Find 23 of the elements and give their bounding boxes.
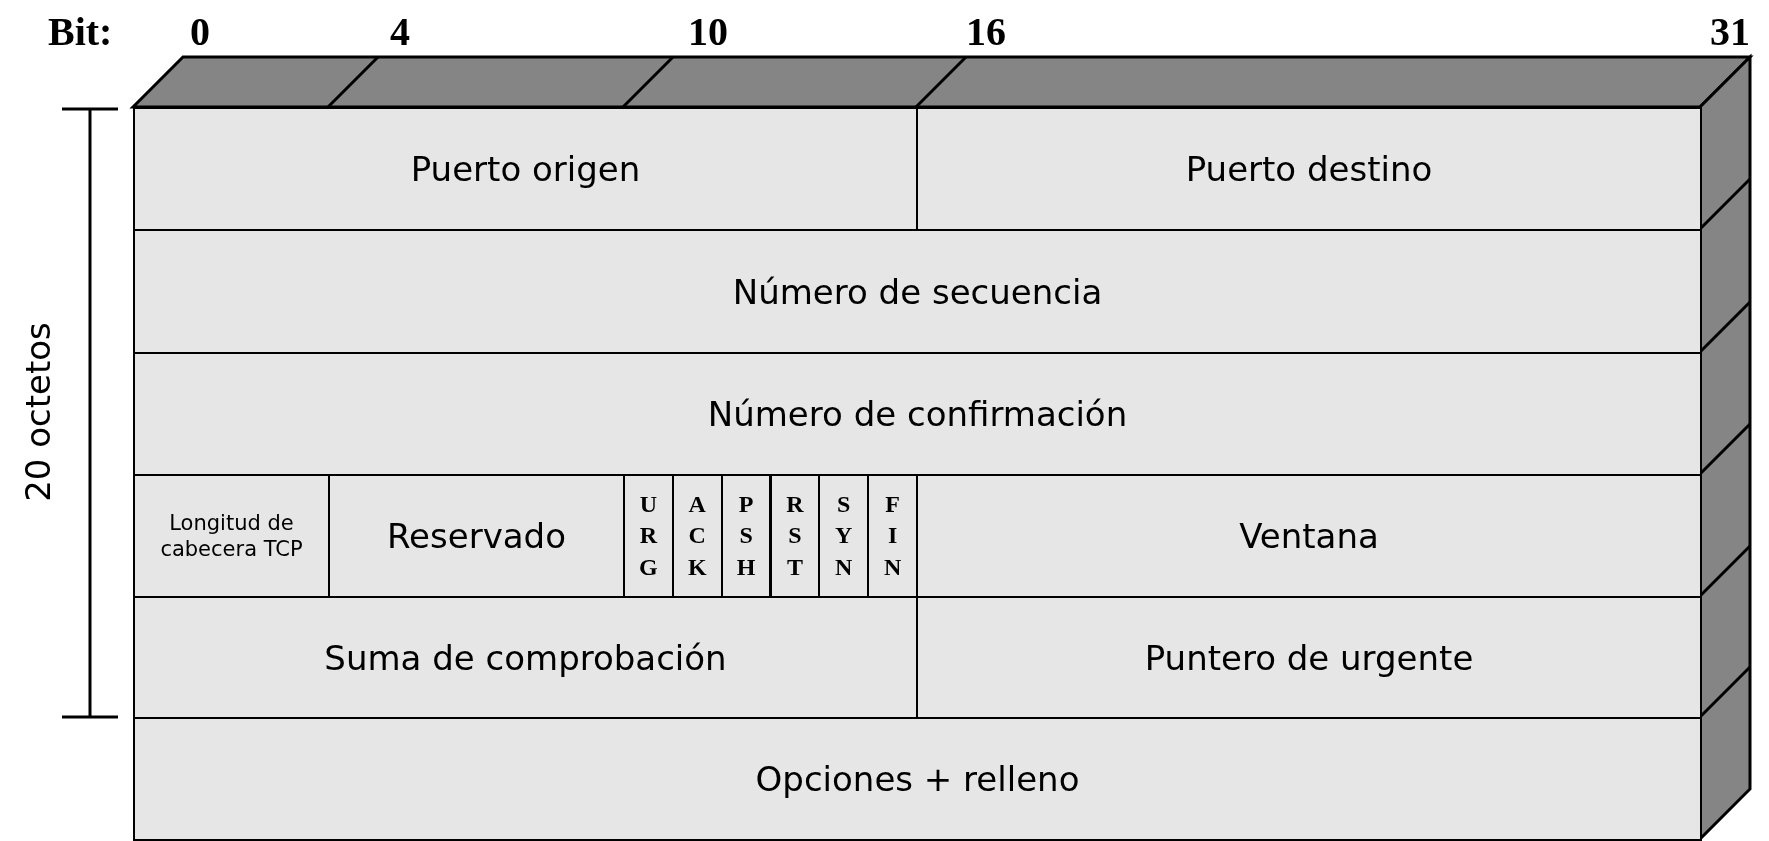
bit-number: 4: [390, 8, 410, 55]
flag-bit-field: FIN: [867, 474, 918, 598]
header-field: Puntero de urgente: [916, 596, 1702, 719]
bit-number: 10: [688, 8, 728, 55]
bit-number: 31: [1710, 8, 1750, 55]
header-field: Opciones + relleno: [133, 717, 1702, 841]
flag-bit-field: SYN: [818, 474, 870, 598]
bit-axis-label: Bit:: [48, 8, 113, 55]
header-field: Número de secuencia: [133, 229, 1702, 354]
header-field: Puerto destino: [916, 107, 1702, 231]
bit-number: 16: [966, 8, 1006, 55]
flag-bit-field: ACK: [671, 474, 723, 598]
header-field: Puerto origen: [133, 107, 918, 231]
dimension-label: 20 octetos: [18, 322, 58, 502]
header-field: Longitud de cabecera TCP: [133, 474, 330, 598]
flag-bit-field: RST: [769, 474, 821, 598]
header-field: Ventana: [916, 474, 1702, 598]
flag-bit-field: PSH: [720, 474, 772, 598]
header-field: Suma de comprobación: [133, 596, 918, 719]
bit-number: 0: [190, 8, 210, 55]
flag-bit-field: URG: [623, 474, 674, 598]
header-field: Reservado: [328, 474, 625, 598]
header-field: Número de confirmación: [133, 352, 1702, 476]
